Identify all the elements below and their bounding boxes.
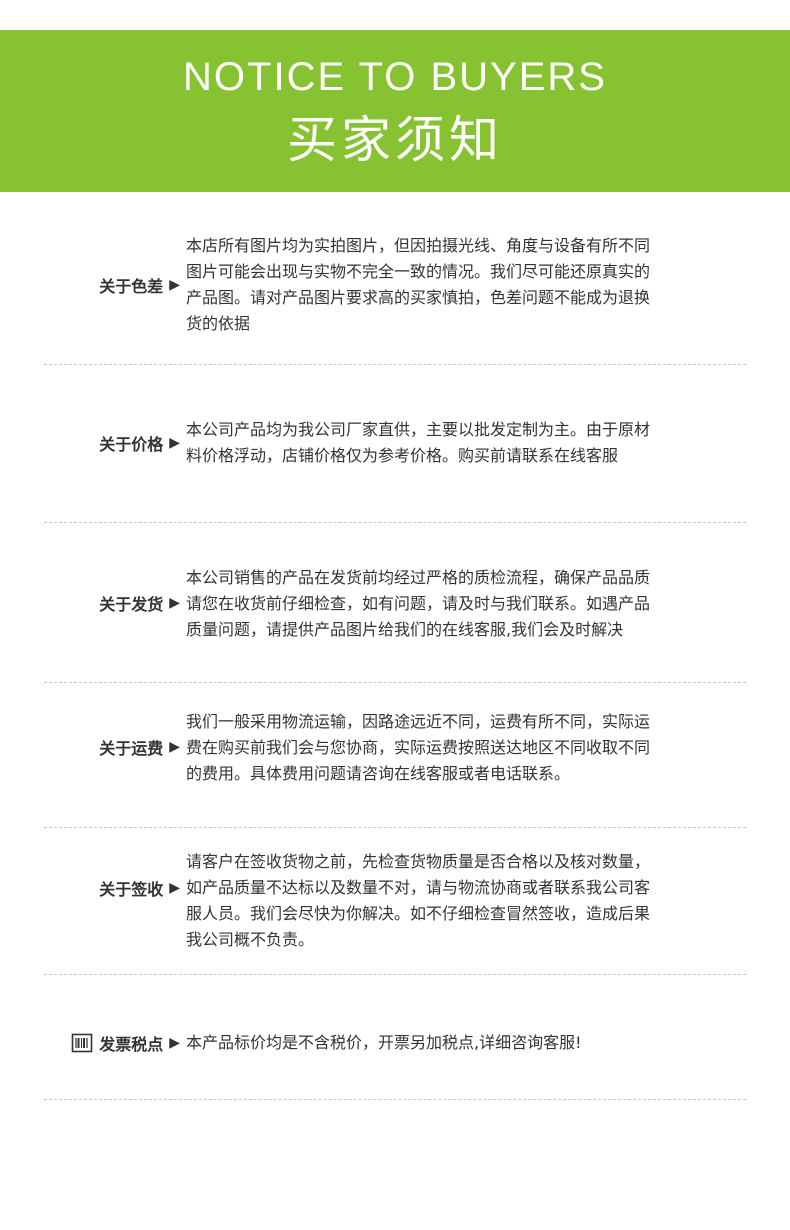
section-label: 发票税点 ▶ [0,1030,180,1056]
text-line: 本产品标价均是不含税价，开票另加税点,详细咨询客服! [186,1033,582,1052]
text-line: 本店所有图片均为实拍图片，但因拍摄光线、角度与设备有所不同 [186,236,651,255]
section-text: 本公司销售的产品在发货前均经过严格的质检流程，确保产品品质 请您在收货前仔细检查… [186,565,748,643]
header-title-en: NOTICE TO BUYERS [183,55,607,99]
text-line: 请您在收货前仔细检查，如有问题，请及时与我们联系。如遇产品 [186,594,651,613]
section-text: 我们一般采用物流运输，因路途远近不同，运费有所不同，实际运 费在购买前我们会与您… [186,709,748,787]
arrow-right-icon: ▶ [169,739,180,755]
section-text: 请客户在签收货物之前，先检查货物质量是否合格以及核对数量， 如产品质量不达标以及… [186,849,748,953]
arrow-right-icon: ▶ [169,277,180,293]
text-line: 料价格浮动，店铺价格仅为参考价格。购买前请联系在线客服 [186,446,619,465]
arrow-right-icon: ▶ [169,1035,180,1051]
text-line: 本公司销售的产品在发货前均经过严格的质检流程，确保产品品质 [186,568,651,587]
text-line: 我们一般采用物流运输，因路途远近不同，运费有所不同，实际运 [186,712,651,731]
text-line: 服人员。我们会尽快为你解决。如不仔细检查冒然签收，造成后果 [186,904,651,923]
text-line: 产品图。请对产品图片要求高的买家慎拍，色差问题不能成为退换 [186,288,651,307]
text-line: 货的依据 [186,314,251,333]
text-line: 质量问题，请提供产品图片给我们的在线客服,我们会及时解决 [186,620,624,639]
header-banner: NOTICE TO BUYERS 买家须知 [0,30,790,192]
text-line: 我公司概不负责。 [186,930,315,949]
section-label: 关于价格 ▶ [0,430,180,456]
text-line: 图片可能会出现与实物不完全一致的情况。我们尽可能还原真实的 [186,262,651,281]
text-line: 费在购买前我们会与您协商，实际运费按照送达地区不同收取不同 [186,738,651,757]
divider [44,682,746,683]
divider [44,1099,746,1100]
text-line: 如产品质量不达标以及数量不对，请与物流协商或者联系我公司客 [186,878,651,897]
section-label-text: 关于签收 [99,880,164,899]
text-line: 本公司产品均为我公司厂家直供，主要以批发定制为主。由于原材 [186,420,651,439]
text-line: 的费用。具体费用问题请咨询在线客服或者电话联系。 [186,764,571,783]
section-label-text: 关于运费 [99,739,164,758]
section-label-text: 关于价格 [99,435,164,454]
section-label-text: 发票税点 [99,1035,164,1054]
arrow-right-icon: ▶ [169,880,180,896]
section-label: 关于发货 ▶ [0,590,180,616]
section-label-text: 关于色差 [99,277,164,296]
divider [44,974,746,975]
section-text: 本公司产品均为我公司厂家直供，主要以批发定制为主。由于原材 料价格浮动，店铺价格… [186,417,748,469]
header-title-cn: 买家须知 [287,111,503,169]
section-label-text: 关于发货 [99,595,164,614]
divider [44,827,746,828]
divider [44,522,746,523]
section-label: 关于色差 ▶ [0,272,180,298]
text-line: 请客户在签收货物之前，先检查货物质量是否合格以及核对数量， [186,852,651,871]
arrow-right-icon: ▶ [169,435,180,451]
section-text: 本店所有图片均为实拍图片，但因拍摄光线、角度与设备有所不同 图片可能会出现与实物… [186,233,748,337]
divider [44,364,746,365]
section-label: 关于签收 ▶ [0,875,180,901]
arrow-right-icon: ▶ [169,595,180,611]
section-text: 本产品标价均是不含税价，开票另加税点,详细咨询客服! [186,1030,748,1056]
section-label: 关于运费 ▶ [0,734,180,760]
receipt-icon [71,1033,93,1053]
